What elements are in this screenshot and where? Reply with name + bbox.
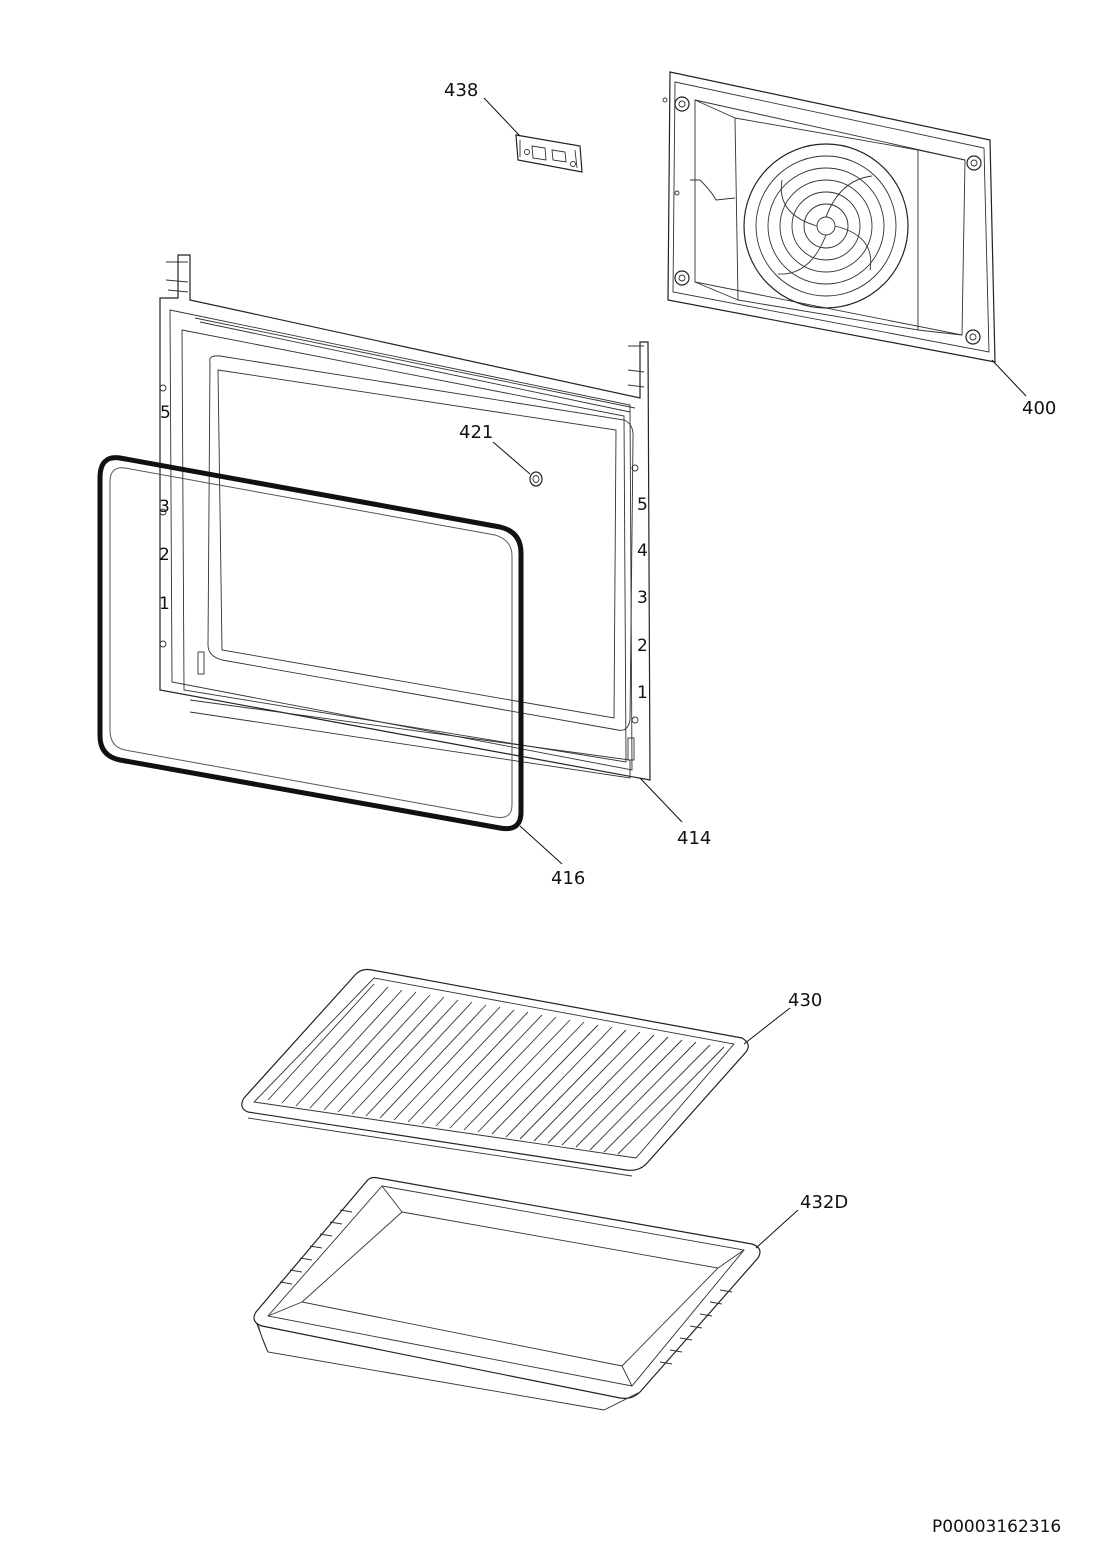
side-number-right-3: 3 [637,588,648,608]
callout-400: 400 [991,359,1056,419]
callout-432D: 432D [755,1192,848,1249]
side-number-right-2: 2 [637,636,648,656]
side-number-left-2: 2 [159,545,170,565]
side-number-right-1: 1 [637,683,648,703]
bracket-part-438 [515,134,583,173]
shelf-wires [267,983,725,1155]
document-code: P00003162316 [932,1517,1061,1537]
inner-door-frame-part-414: 5 3 2 1 5 4 3 2 1 [159,254,651,781]
lamp-holder-part-421 [529,471,543,487]
part-label-430: 430 [788,990,822,1011]
part-label-400: 400 [1022,398,1056,419]
side-number-right-4: 4 [637,541,648,561]
side-number-left-3: 3 [159,497,170,517]
side-number-left-1: 1 [159,594,170,614]
part-label-438: 438 [444,80,478,101]
callout-414: 414 [639,777,711,849]
part-label-432D: 432D [800,1192,848,1213]
part-label-416: 416 [551,868,585,889]
door-gasket-part-416 [97,455,524,832]
side-number-left-5: 5 [160,403,171,423]
wire-shelf-part-430 [241,968,749,1177]
side-number-right-5: 5 [637,495,648,515]
part-label-414: 414 [677,828,711,849]
callout-416: 416 [519,825,585,889]
part-label-421: 421 [459,422,493,443]
callout-430: 430 [743,990,822,1045]
callout-421: 421 [459,422,531,475]
baking-tray-part-432D [253,1176,761,1411]
callout-438: 438 [444,80,521,137]
back-panel-part-400 [662,71,996,363]
